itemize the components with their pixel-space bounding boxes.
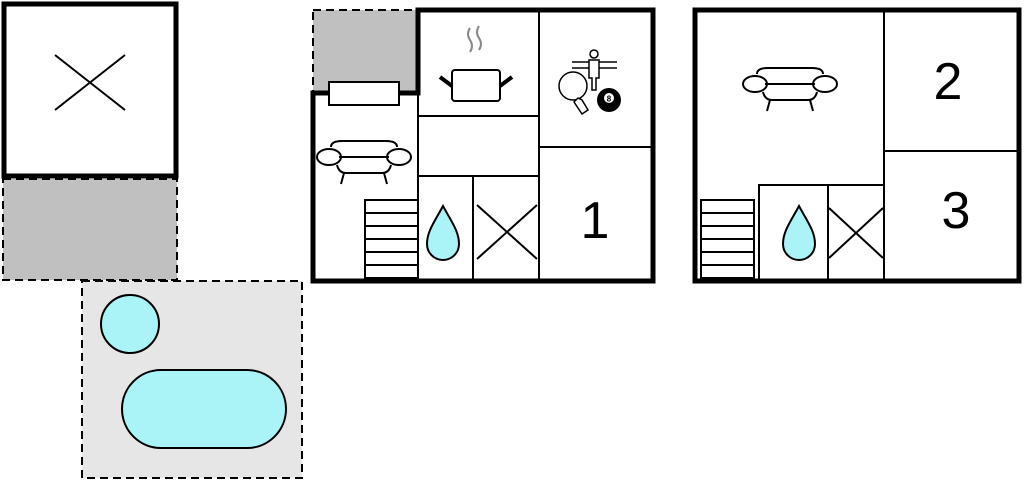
shower-icon [426,205,460,261]
swimming-pool [121,369,287,449]
outbuilding [1,1,179,281]
terrace [312,9,419,93]
cooking-pot-icon [438,25,514,102]
sofa-icon [316,140,412,185]
upper-floor: 2 3 [692,7,1022,284]
bedroom-1-label: 1 [581,192,610,250]
hot-tub [100,294,160,354]
terrace [2,178,178,281]
stairs-icon [700,199,755,279]
bedroom-3-label: 3 [942,182,971,240]
bedroom-2-label: 2 [934,53,963,111]
pool-area [81,280,303,479]
exterior-wall [692,7,1022,284]
games-room-icon: 8 [558,49,621,116]
sofa-icon [742,67,838,112]
storage-room [1,1,179,179]
toilet-cross-icon [828,207,884,259]
stairs-icon [364,199,419,279]
ground-floor: 8 1 [310,7,656,284]
exterior-wall [310,7,656,284]
window [328,81,400,106]
toilet-cross-icon [476,204,538,260]
billiard-ball-number: 8 [607,95,612,104]
cross-icon [54,54,126,111]
